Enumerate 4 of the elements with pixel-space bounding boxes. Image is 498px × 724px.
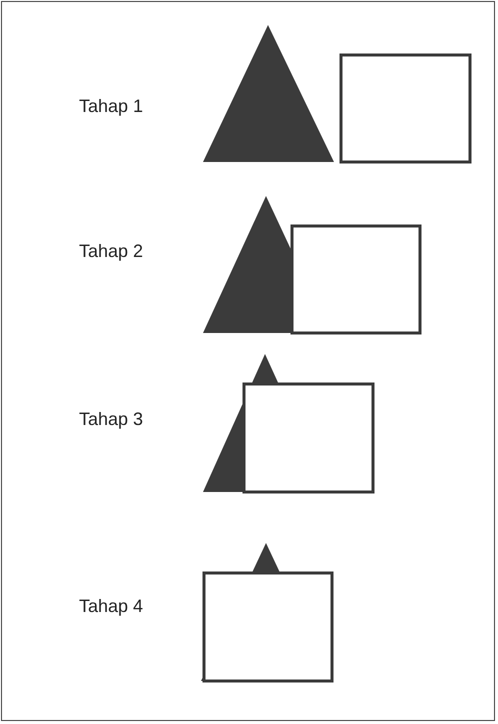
- stage-label: Tahap 3: [79, 409, 144, 430]
- stage-label: Tahap 1: [79, 96, 144, 117]
- stage-label: Tahap 2: [79, 241, 144, 262]
- stage-label: Tahap 4: [79, 596, 144, 617]
